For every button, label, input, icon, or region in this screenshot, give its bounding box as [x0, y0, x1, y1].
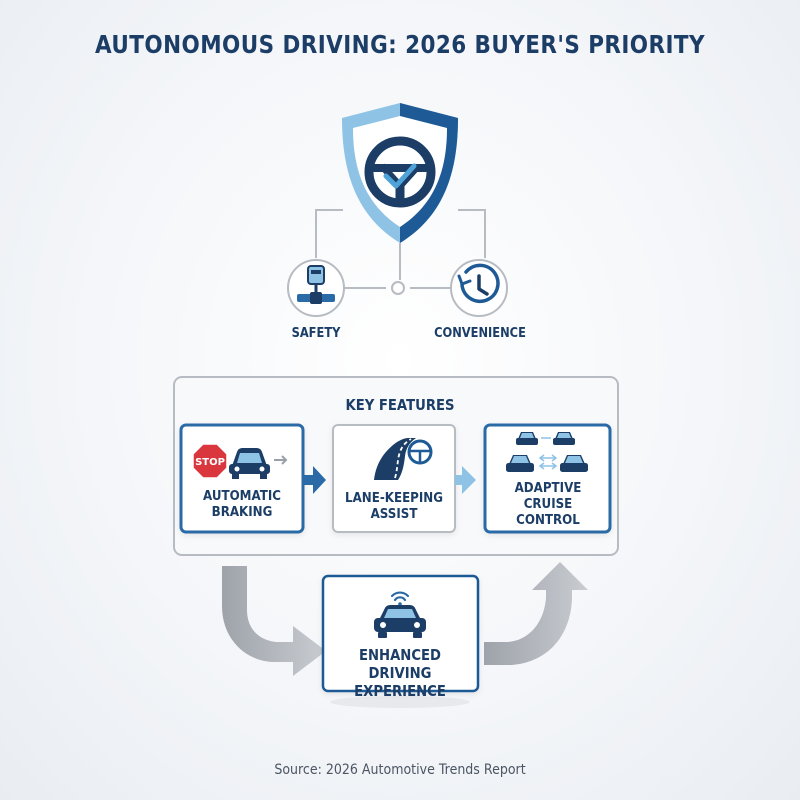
road-steering-wheel-icon	[374, 438, 433, 480]
shield-steering-wheel-icon	[342, 103, 458, 243]
feature-box-adaptive-cruise[interactable]	[483, 423, 612, 534]
stop-sign-car-icon: STOP	[192, 443, 288, 479]
connected-car-icon	[374, 591, 426, 638]
arrow-right-icon	[455, 466, 476, 494]
feature-label-adaptive-cruise: ADAPTIVE CRUISE CONTROL	[514, 480, 582, 528]
key-features-heading: KEY FEATURES	[345, 396, 455, 414]
outcome-shadow	[330, 696, 470, 708]
junction-node	[391, 281, 405, 295]
seatbelt-icon	[287, 259, 345, 317]
source-note: Source: 2026 Automotive Trends Report	[274, 762, 526, 778]
outcome-box[interactable]	[321, 574, 480, 693]
car-distance-icon	[506, 432, 588, 472]
branch-label-convenience: CONVENIENCE	[434, 326, 526, 341]
feature-label-automatic-braking: AUTOMATIC BRAKING	[202, 488, 282, 520]
connector-lines	[315, 209, 486, 289]
flow-arrow-up-icon	[484, 562, 588, 665]
page-title: AUTONOMOUS DRIVING: 2026 BUYER'S PRIORIT…	[94, 30, 706, 59]
flow-arrow-down-icon	[222, 566, 326, 676]
branch-label-safety: SAFETY	[291, 326, 341, 341]
arrow-right-icon	[303, 466, 326, 494]
outcome-label: ENHANCED DRIVING EXPERIENCE	[354, 646, 446, 700]
clock-icon	[450, 259, 508, 317]
stop-badge-text: STOP	[195, 457, 225, 468]
feature-label-lane-keeping: LANE-KEEPING ASSIST	[344, 490, 444, 522]
